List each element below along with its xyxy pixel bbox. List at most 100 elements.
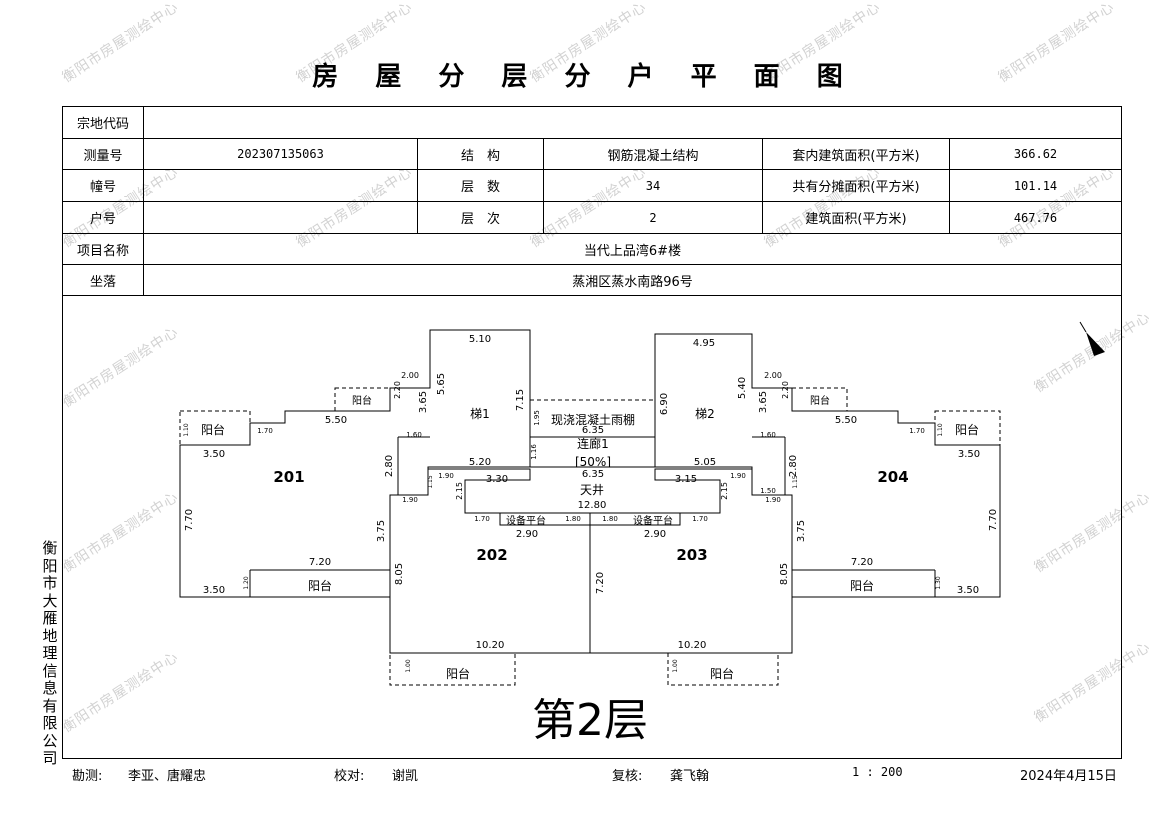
unit-no-value <box>144 202 418 234</box>
dim-label: 5.10 <box>469 334 491 345</box>
dim-label: 1.60 <box>760 431 776 439</box>
dim-label: 1.70 <box>474 515 490 523</box>
dim-label: 2.00 <box>401 371 419 380</box>
dim-label: 10.20 <box>476 640 505 651</box>
dim-label: 7.20 <box>595 572 606 594</box>
north-arrow-icon <box>1079 321 1105 356</box>
parcel-code-value <box>144 107 1121 139</box>
building-area-label: 建筑面积(平方米) <box>763 202 950 234</box>
dim-label: 3.50 <box>203 585 225 596</box>
dim-label: 1.30 <box>935 576 942 590</box>
dim-label: 2.80 <box>788 455 799 477</box>
parcel-code-label: 宗地代码 <box>63 107 144 139</box>
unit-label-202: 202 <box>476 546 507 564</box>
dim-label: 1.70 <box>692 515 708 523</box>
dim-label: 5.50 <box>835 415 857 426</box>
equipment-label: 设备平台 <box>506 514 546 527</box>
checker-label: 校对: <box>334 769 365 784</box>
canopy-outline <box>529 399 656 438</box>
footer: 勘测: 李亚、唐耀忠 校对: 谢凯 复核: 龚飞翰 1 : 200 2024年4… <box>0 765 1169 785</box>
dim-label: 1.16 <box>530 444 538 460</box>
balcony-label: 阳台 <box>446 666 470 681</box>
dim-label: 2.15 <box>720 482 729 500</box>
floors-value: 34 <box>544 170 763 202</box>
dim-label: 7.70 <box>184 509 195 531</box>
survey-no-value: 202307135063 <box>144 139 418 170</box>
dim-label: 2.90 <box>516 529 538 540</box>
dim-label: 1.20 <box>243 576 250 590</box>
dim-label: 2.15 <box>455 482 464 500</box>
stair-2-label: 梯2 <box>695 407 715 421</box>
surveyor-label: 勘测: <box>72 769 103 784</box>
balcony-203-south <box>667 652 779 686</box>
unit-label-204: 204 <box>877 468 908 486</box>
courtyard-label: 天井 <box>580 483 604 497</box>
dim-label: 3.75 <box>376 520 387 542</box>
floor-label: 层 次 <box>418 202 544 234</box>
dim-label: 7.20 <box>309 557 331 568</box>
building-no-value <box>144 170 418 202</box>
dim-label: 2.90 <box>644 529 666 540</box>
dim-label: 6.35 <box>582 469 604 480</box>
dim-label: 1.10 <box>937 423 944 437</box>
balcony-201-north <box>179 410 251 446</box>
dim-label: 1.00 <box>672 659 679 673</box>
balcony-label: 阳台 <box>710 666 734 681</box>
building-area-value: 467.76 <box>950 202 1121 234</box>
dim-label: 1.00 <box>405 659 412 673</box>
dim-label: 1.50 <box>760 487 776 495</box>
dim-label: 5.50 <box>325 415 347 426</box>
dim-label: 1.10 <box>183 423 190 437</box>
building-no-label: 幢号 <box>63 170 144 202</box>
balcony-label: 阳台 <box>352 394 372 407</box>
dim-label: 6.90 <box>659 393 670 415</box>
surveyor-value: 李亚、唐耀忠 <box>128 769 207 784</box>
corridor-share-label: [50%] <box>575 455 611 469</box>
dim-label: 3.50 <box>203 449 225 460</box>
structure-value: 钢筋混凝土结构 <box>544 139 763 170</box>
dim-label: 2.20 <box>393 381 402 399</box>
balcony-202-south <box>389 652 516 686</box>
dim-label: 1.15 <box>427 475 434 489</box>
dim-label: 8.05 <box>779 563 790 585</box>
reviewer-label: 复核: <box>612 769 643 784</box>
page-title: 房 屋 分 层 分 户 平 面 图 <box>312 62 857 92</box>
reviewer-value: 龚飞翰 <box>670 769 710 784</box>
inner-area-value: 366.62 <box>950 139 1121 170</box>
inner-area-label: 套内建筑面积(平方米) <box>763 139 950 170</box>
unit-no-label: 户号 <box>63 202 144 234</box>
balcony-label: 阳台 <box>308 578 332 593</box>
dim-label: 1.90 <box>402 496 418 504</box>
dim-label: 1.90 <box>730 472 746 480</box>
dim-label: 1.90 <box>438 472 454 480</box>
dim-label: 6.35 <box>582 425 604 436</box>
shared-area-value: 101.14 <box>950 170 1121 202</box>
location-label: 坐落 <box>63 265 144 296</box>
shared-area-label: 共有分摊面积(平方米) <box>763 170 950 202</box>
dim-label: 10.20 <box>678 640 707 651</box>
equipment-label: 设备平台 <box>633 514 673 527</box>
unit-label-203: 203 <box>676 546 707 564</box>
scale-value: 1 : 200 <box>852 765 903 779</box>
dim-label: 4.95 <box>693 338 715 349</box>
dim-label: 1.70 <box>257 427 273 435</box>
dim-label: 2.20 <box>781 381 790 399</box>
company-name: 衡阳市大雁地理信息有限公司 <box>42 539 58 767</box>
unit-label-201: 201 <box>273 468 304 486</box>
project-value: 当代上品湾6#楼 <box>144 234 1121 265</box>
balcony-label: 阳台 <box>201 422 225 437</box>
dim-label: 1.95 <box>533 410 541 426</box>
dim-label: 3.15 <box>675 474 697 485</box>
dim-label: 1.90 <box>765 496 781 504</box>
corridor-label: 连廊1 <box>577 436 609 451</box>
dim-label: 3.65 <box>758 391 769 413</box>
dim-label: 1.80 <box>602 515 618 523</box>
structure-label: 结 构 <box>418 139 544 170</box>
balcony-label: 阳台 <box>810 394 830 407</box>
unit-labels: 201 202 203 204 <box>273 468 908 564</box>
balcony-204-mid <box>791 387 848 412</box>
balcony-201-mid <box>334 387 391 412</box>
floor-title: 第2层 <box>532 695 648 746</box>
survey-no-label: 测量号 <box>63 139 144 170</box>
